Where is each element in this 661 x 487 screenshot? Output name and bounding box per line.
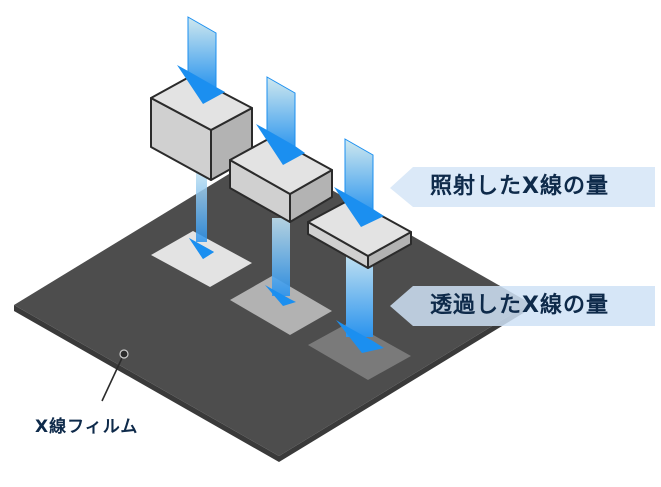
object-block-2	[229, 136, 333, 223]
incident-arrow-3	[334, 138, 384, 227]
irradiated-xray-label: 照射したX線の量	[430, 174, 609, 199]
transmitted-label-bg	[390, 286, 655, 326]
incident-arrow-1	[177, 16, 225, 104]
irradiated-label-bg	[390, 167, 655, 207]
transmitted-arrow-1	[189, 172, 214, 259]
incident-arrow-2	[256, 76, 305, 165]
exposure-area-2	[230, 276, 332, 335]
transmitted-arrow-2	[265, 218, 296, 306]
exposure-area-3	[308, 322, 411, 380]
exposure-area-1	[151, 231, 252, 287]
leader-line-dot-icon	[101, 349, 129, 402]
object-block-3	[307, 198, 412, 269]
xray-film-label: X線フィルム	[35, 417, 139, 437]
transmitted-xray-label: 透過したX線の量	[430, 293, 609, 318]
